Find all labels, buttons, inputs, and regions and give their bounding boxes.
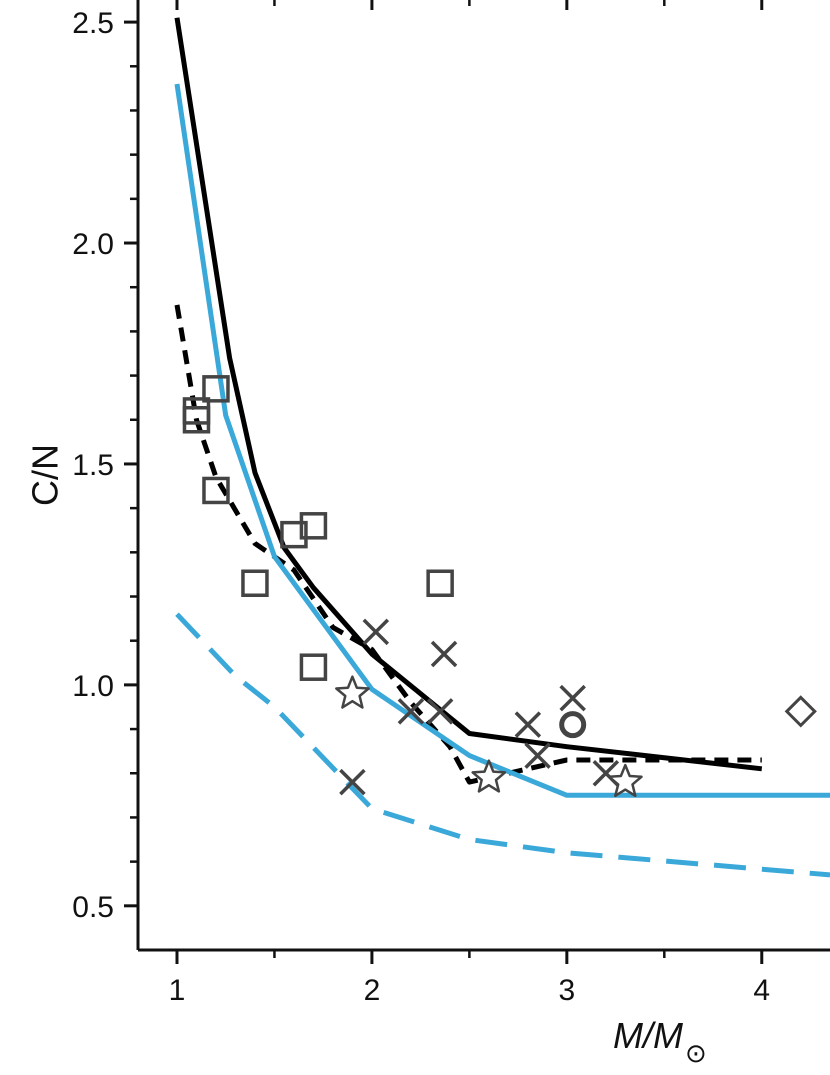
square-marker	[280, 520, 308, 549]
x-axis-title-subscript: ⊙	[685, 1038, 707, 1068]
y-axis-title: C/N	[25, 444, 66, 506]
y-tick-label: 2.5	[72, 7, 114, 40]
star-marker	[471, 759, 507, 793]
square-marker	[202, 375, 230, 403]
square-marker	[299, 512, 328, 540]
plot-area: 1 2 3 4 0.5 1.0 1.5 2.0 2.5	[72, 0, 830, 1007]
circle-marker	[559, 711, 587, 739]
square-marker	[299, 653, 328, 681]
x-axis-title-text: M/M	[613, 1015, 683, 1056]
ticks	[124, 0, 764, 964]
square-marker	[426, 569, 454, 598]
y-tick-label: 2.0	[72, 228, 114, 261]
y-tick-label: 1.5	[72, 449, 114, 482]
marker-layer	[182, 375, 817, 798]
y-tick-label: 1.0	[72, 670, 114, 703]
x-marker	[362, 618, 390, 646]
tick-labels: 1 2 3 4 0.5 1.0 1.5 2.0 2.5	[72, 7, 770, 1007]
star-marker	[335, 675, 370, 709]
x-axis-title: M/M ⊙	[613, 1015, 707, 1068]
x-marker	[524, 742, 551, 769]
diamond-marker	[784, 695, 817, 728]
x-marker	[426, 698, 454, 725]
square-marker	[182, 406, 211, 434]
square-marker	[241, 569, 269, 598]
square-marker	[202, 476, 230, 505]
series-layer	[174, 17, 830, 878]
x-marker	[430, 640, 458, 668]
series-line-2	[174, 304, 762, 785]
series-line-3	[174, 83, 830, 798]
x-marker	[559, 684, 586, 712]
x-tick-label: 1	[169, 974, 186, 1007]
x-tick-label: 3	[559, 974, 576, 1007]
x-marker	[339, 768, 366, 796]
x-tick-label: 2	[364, 974, 381, 1007]
series-line-1	[174, 17, 763, 772]
series-line-4	[175, 612, 830, 878]
x-tick-label: 4	[753, 974, 770, 1007]
x-marker	[514, 711, 542, 738]
x-marker	[397, 698, 425, 725]
y-tick-label: 0.5	[72, 891, 114, 924]
star-marker	[607, 763, 643, 798]
